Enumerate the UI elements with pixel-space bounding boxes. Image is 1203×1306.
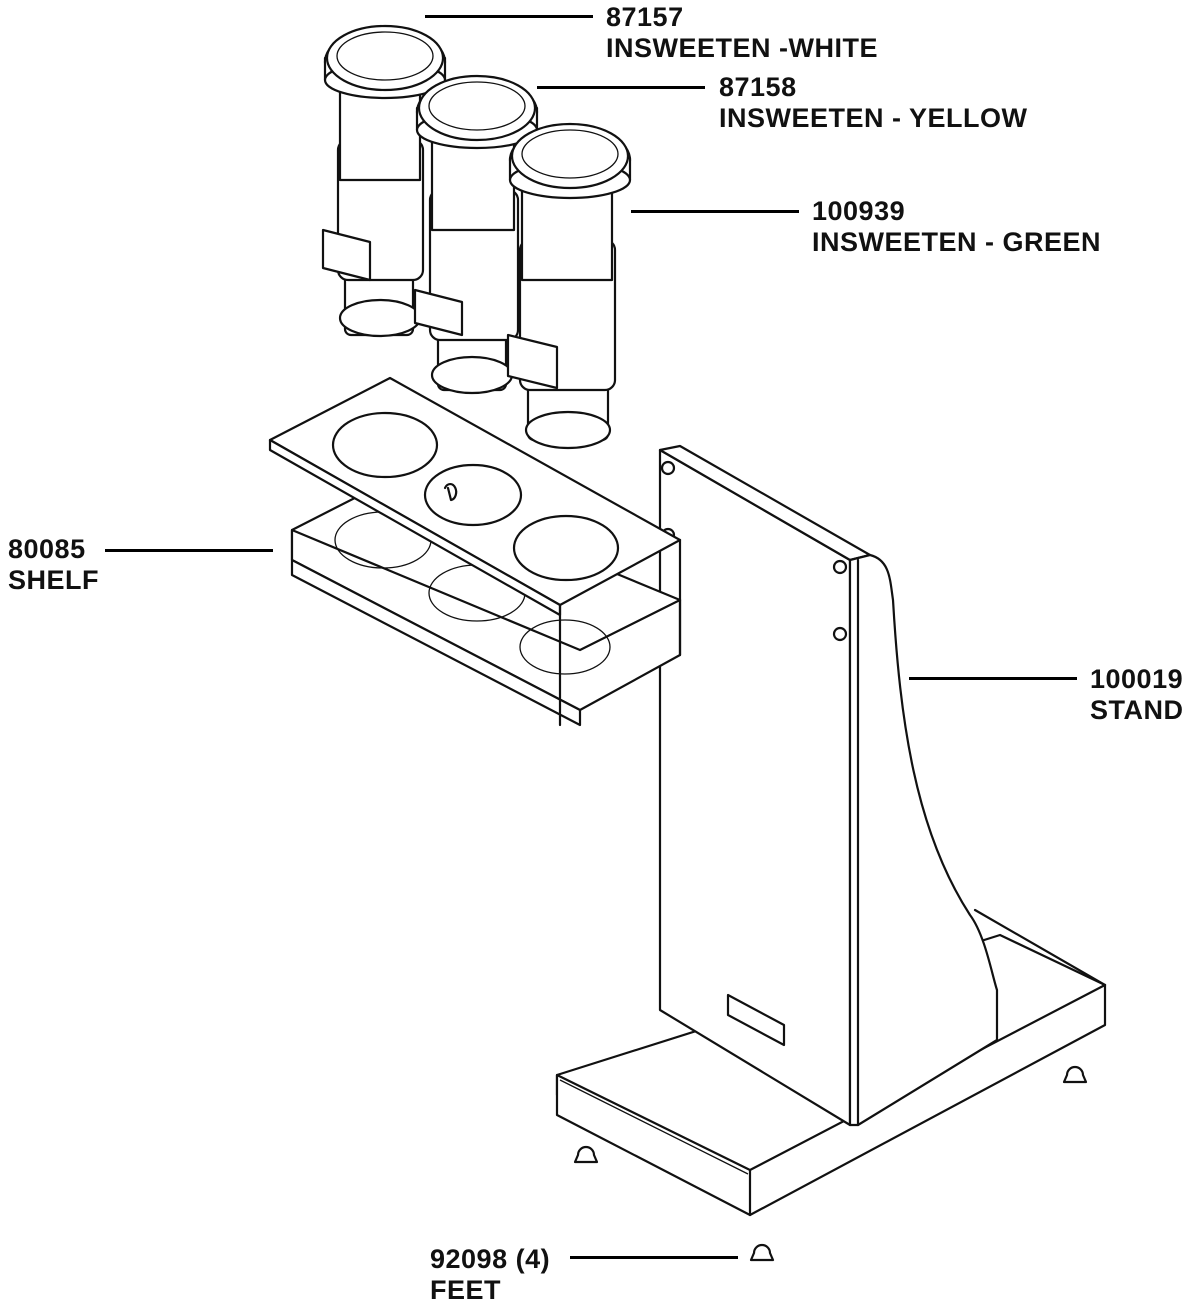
leader-line-feet xyxy=(570,1256,738,1259)
leader-line-green xyxy=(631,210,799,213)
part-name: STAND xyxy=(1090,695,1184,725)
callout-stand: 100019 STAND xyxy=(1090,664,1184,726)
part-number: 100019 xyxy=(1090,664,1184,694)
leader-line-yellow xyxy=(537,86,705,89)
part-name: INSWEETEN -WHITE xyxy=(606,33,878,63)
part-number: 87157 xyxy=(606,2,684,32)
callout-white: 87157 INSWEETEN -WHITE xyxy=(606,2,878,64)
part-name: INSWEETEN - GREEN xyxy=(812,227,1102,257)
stand-drawing xyxy=(555,444,1107,1217)
part-name: INSWEETEN - YELLOW xyxy=(719,103,1028,133)
dispenser-green-drawing xyxy=(506,122,632,450)
part-number: 80085 xyxy=(8,534,86,564)
leader-line-white xyxy=(425,15,593,18)
callout-green: 100939 INSWEETEN - GREEN xyxy=(812,196,1101,258)
leader-line-stand xyxy=(909,677,1077,680)
callout-shelf: 80085 SHELF xyxy=(8,534,99,596)
part-name: SHELF xyxy=(8,565,100,595)
feet-drawing xyxy=(573,1065,1088,1262)
part-name: FEET xyxy=(430,1275,502,1305)
part-number: 100939 xyxy=(812,196,906,226)
callout-feet: 92098 (4) FEET xyxy=(430,1244,550,1306)
part-number: 87158 xyxy=(719,72,797,102)
callout-yellow: 87158 INSWEETEN - YELLOW xyxy=(719,72,1028,134)
dispenser-yellow-drawing xyxy=(413,74,539,395)
shelf-drawing xyxy=(268,376,682,727)
dispenser-white-drawing xyxy=(321,24,447,338)
part-number: 92098 (4) xyxy=(430,1244,551,1274)
leader-line-shelf xyxy=(105,549,273,552)
